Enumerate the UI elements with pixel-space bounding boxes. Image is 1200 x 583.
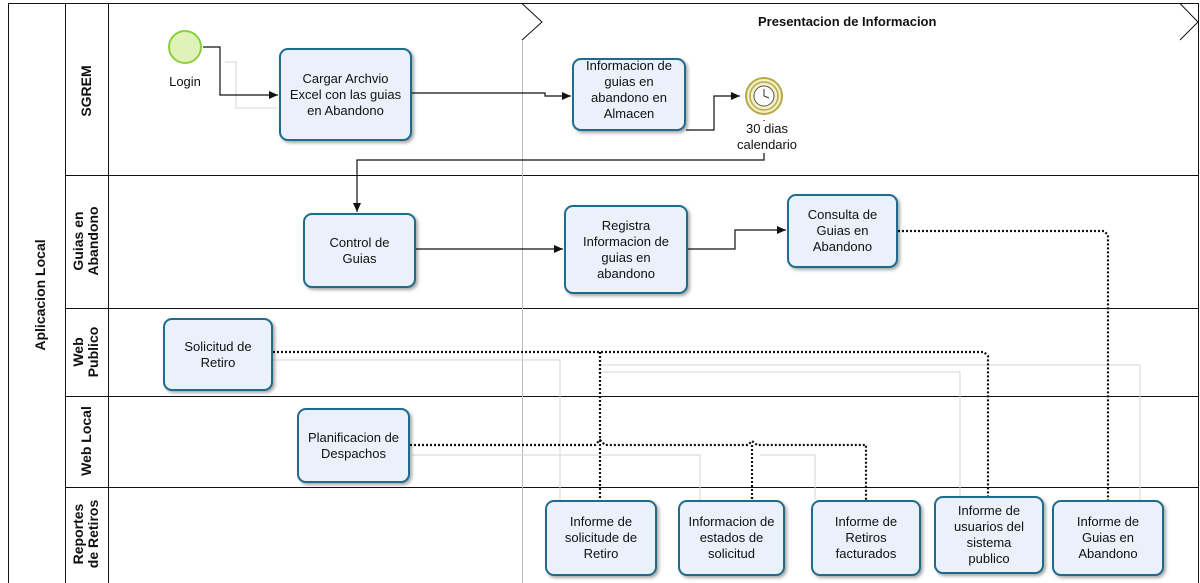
task-registra-informacion[interactable]: Registra Informacion de guias en abandon…: [564, 205, 688, 294]
assoc-solicitud: [273, 350, 990, 496]
task-informacion-estados[interactable]: Informacion de estados de solicitud: [678, 500, 785, 576]
task-informe-retiros[interactable]: Informe de Retiros facturados: [811, 500, 921, 576]
task-informe-solicitude[interactable]: Informe de solicitude de Retiro: [545, 500, 657, 576]
lane-label-sgrem: SGREM: [77, 65, 94, 117]
task-informe-guias[interactable]: Informe de Guias en Abandono: [1052, 500, 1164, 576]
flow-timer-control: [353, 120, 765, 212]
sequence-flows: [203, 46, 786, 253]
pool-label: Aplicacion Local: [31, 239, 48, 351]
lane-label-guias: Guias en Abandono: [70, 206, 101, 276]
phase-header: [108, 3, 1199, 583]
timer-event-label: 30 dias calendario: [722, 121, 812, 153]
dotted-associations: [273, 229, 1110, 500]
task-informe-usuarios[interactable]: Informe de usuarios del sistema publico: [934, 496, 1044, 574]
task-cargar-archivo[interactable]: Cargar Archvio Excel con las guias en Ab…: [279, 48, 412, 141]
flow-cargar-informacion: [412, 92, 571, 100]
lane-dividers: [65, 175, 1198, 488]
flow-registra-consulta: [688, 226, 786, 250]
task-informacion-almacen[interactable]: Informacion de guias en abandono en Alma…: [572, 58, 686, 131]
lane-label-web-publico: Web Publico: [70, 326, 101, 378]
lane-label-reportes: Reportes de Retiros: [70, 499, 101, 569]
flow-informacion-timer: [686, 92, 740, 131]
assoc-consulta: [898, 229, 1110, 500]
flow-login-cargar: [203, 46, 278, 99]
task-consulta-guias[interactable]: Consulta de Guias en Abandono: [787, 194, 898, 268]
start-event-label: Login: [169, 74, 201, 89]
task-planificacion-despachos[interactable]: Planificacion de Despachos: [297, 408, 410, 483]
ghost-lines: [225, 61, 1141, 500]
start-event-circle[interactable]: [168, 30, 202, 64]
lane-label-web-local: Web Local: [77, 406, 94, 476]
task-control-guias[interactable]: Control de Guias: [303, 213, 416, 288]
timer-event[interactable]: [745, 77, 783, 115]
phase-title: Presentacion de Informacion: [758, 14, 937, 29]
task-solicitud-retiro[interactable]: Solicitud de Retiro: [163, 318, 273, 391]
assoc-planificacion: [410, 438, 868, 500]
